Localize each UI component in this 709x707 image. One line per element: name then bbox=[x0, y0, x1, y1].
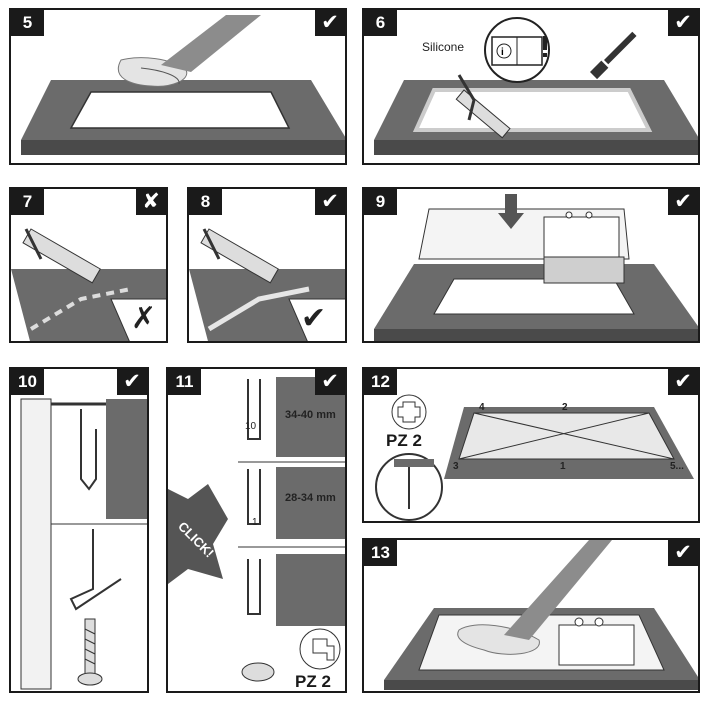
range-middle-label: 28-34 mm bbox=[285, 492, 336, 504]
check-icon: ✔ bbox=[117, 369, 147, 395]
tightening-order-illustration bbox=[375, 394, 694, 521]
order-2: 2 bbox=[562, 402, 568, 413]
order-3: 3 bbox=[453, 461, 459, 472]
check-icon: ✔ bbox=[668, 369, 698, 395]
clip-screw-illustration bbox=[20, 398, 147, 690]
dim-top-label: 10 bbox=[245, 421, 257, 432]
step-11-panel: 11 ✔ 34-40 mm 28-34 mm 10 1 CLICK! PZ 2 bbox=[166, 367, 347, 693]
check-icon: ✔ bbox=[668, 540, 698, 566]
check-icon: ✔ bbox=[315, 369, 345, 395]
step-number: 8 bbox=[189, 189, 222, 215]
step-number: 12 bbox=[364, 369, 397, 395]
step-number: 7 bbox=[11, 189, 44, 215]
correct-silicone-illustration bbox=[189, 228, 345, 341]
wrong-mark: ✗ bbox=[131, 302, 157, 335]
step-number: 5 bbox=[11, 10, 44, 36]
check-icon: ✔ bbox=[668, 10, 698, 36]
step-number: 9 bbox=[364, 189, 397, 215]
correct-mark: ✔ bbox=[301, 302, 327, 335]
step-6-panel: 6 ✔ Silicone i bbox=[362, 8, 700, 165]
silicone-application-illustration: i bbox=[374, 17, 698, 155]
dim-middle-label: 1 bbox=[252, 517, 258, 528]
order-5: 5... bbox=[670, 461, 684, 472]
check-icon: ✔ bbox=[315, 10, 345, 36]
screwdriver-label: PZ 2 bbox=[386, 431, 422, 450]
step-5-panel: 5 ✔ bbox=[9, 8, 347, 165]
brush-icon bbox=[590, 31, 637, 80]
step-13-panel: 13 ✔ bbox=[362, 538, 700, 693]
caulk-gun-icon bbox=[455, 74, 511, 139]
silicone-label: Silicone bbox=[422, 40, 465, 54]
step-9-panel: 9 ✔ bbox=[362, 187, 700, 343]
check-icon: ✔ bbox=[315, 189, 345, 215]
order-4: 4 bbox=[479, 402, 485, 413]
order-1: 1 bbox=[560, 461, 566, 472]
check-icon: ✔ bbox=[668, 189, 698, 215]
range-top-label: 34-40 mm bbox=[285, 409, 336, 421]
manual-info-icon: i bbox=[484, 17, 550, 83]
wrong-silicone-illustration bbox=[11, 228, 166, 341]
step-10-panel: 10 ✔ bbox=[9, 367, 149, 693]
svg-text:i: i bbox=[501, 47, 504, 58]
click-burst-icon bbox=[168, 484, 228, 584]
step-number: 13 bbox=[364, 540, 397, 566]
step-number: 6 bbox=[364, 10, 397, 36]
screwdriver-label: PZ 2 bbox=[295, 672, 331, 691]
cleaning-countertop-illustration bbox=[21, 15, 345, 155]
sink-placement-illustration bbox=[374, 194, 698, 341]
step-12-panel: 12 ✔ PZ 2 1 2 3 4 5... bbox=[362, 367, 700, 523]
cross-icon: ✘ bbox=[136, 189, 166, 215]
final-cleaning-illustration bbox=[384, 540, 698, 690]
step-number: 10 bbox=[11, 369, 44, 395]
step-8-panel: 8 ✔ ✔ bbox=[187, 187, 347, 343]
step-7-panel: 7 ✘ ✗ bbox=[9, 187, 168, 343]
step-number: 11 bbox=[168, 369, 201, 395]
